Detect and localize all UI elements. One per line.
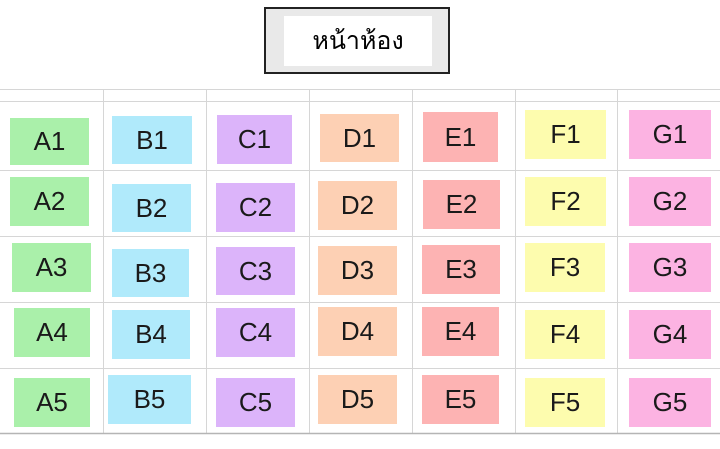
seat-f5[interactable]: F5 [525,378,605,427]
seat-d3[interactable]: D3 [318,246,397,295]
seat-d5[interactable]: D5 [318,375,397,424]
seat-c1[interactable]: C1 [217,115,292,164]
seat-b2[interactable]: B2 [112,184,191,232]
seat-e2[interactable]: E2 [423,180,500,229]
seat-b4[interactable]: B4 [112,310,190,359]
seat-b5[interactable]: B5 [108,375,191,424]
seat-c2[interactable]: C2 [216,183,295,232]
seat-e3[interactable]: E3 [422,245,500,294]
seat-g4[interactable]: G4 [629,310,711,359]
seat-f1[interactable]: F1 [525,110,606,159]
seat-e5[interactable]: E5 [422,375,499,424]
seat-d4[interactable]: D4 [318,307,397,356]
seat-d2[interactable]: D2 [318,181,397,230]
seat-f2[interactable]: F2 [525,177,606,226]
seat-a1[interactable]: A1 [10,118,89,165]
seat-e4[interactable]: E4 [422,307,499,356]
seat-g5[interactable]: G5 [629,378,711,427]
seat-e1[interactable]: E1 [423,112,498,162]
seat-b1[interactable]: B1 [112,116,192,164]
classroom-front-box: หน้าห้อง [264,7,450,74]
seat-a3[interactable]: A3 [12,243,91,292]
seat-a5[interactable]: A5 [14,378,90,427]
seat-g2[interactable]: G2 [629,177,711,226]
seat-f4[interactable]: F4 [525,310,605,359]
seat-f3[interactable]: F3 [525,243,605,292]
seat-g1[interactable]: G1 [629,110,711,159]
seat-a2[interactable]: A2 [10,177,89,226]
seat-c5[interactable]: C5 [216,378,295,427]
seat-c3[interactable]: C3 [216,247,295,295]
seat-a4[interactable]: A4 [14,308,90,357]
seat-b3[interactable]: B3 [112,249,189,297]
seat-g3[interactable]: G3 [629,243,711,292]
classroom-front-label: หน้าห้อง [284,16,432,66]
seat-c4[interactable]: C4 [216,308,295,357]
seat-d1[interactable]: D1 [320,114,399,162]
